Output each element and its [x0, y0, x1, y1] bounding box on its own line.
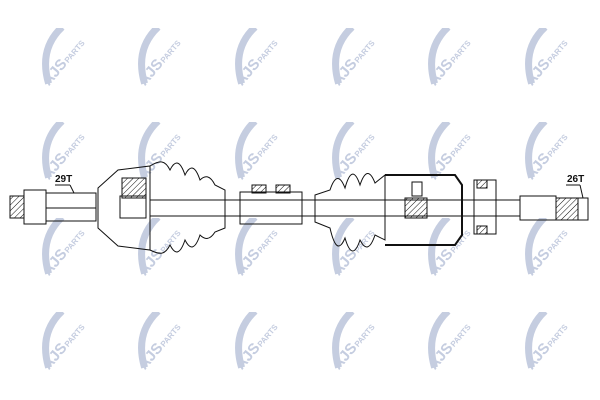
inner-housing [385, 174, 463, 246]
right-stub [519, 195, 557, 221]
left-hub [23, 189, 47, 225]
left-nut [9, 195, 25, 219]
outer-boot [149, 161, 226, 254]
right-spline-teeth-label: 26T [567, 174, 585, 185]
right-spline [555, 197, 579, 221]
left-spline-teeth-label: 29T [55, 174, 73, 185]
inner-boot [314, 173, 386, 252]
left-spline [45, 192, 97, 222]
damper [239, 191, 303, 225]
